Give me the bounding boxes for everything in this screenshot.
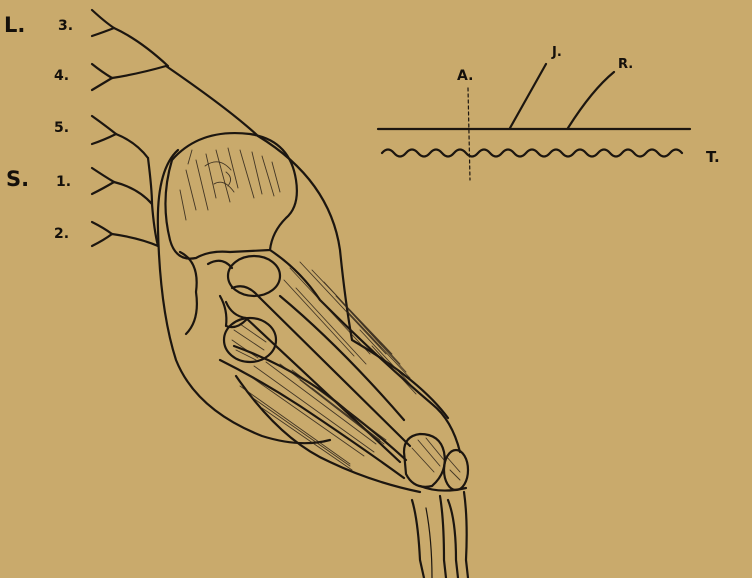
lower-leg-bones — [412, 492, 468, 578]
label-l3: 3. — [58, 18, 73, 34]
nerve-root-labels: L. 3. 4. 5. S. 1. 2. — [4, 13, 73, 242]
label-s2: 2. — [54, 226, 69, 242]
inset-line-j — [510, 64, 546, 128]
inset-label-j: J. — [551, 45, 562, 60]
femur-bone — [226, 286, 410, 462]
inset-label-a: A. — [457, 68, 473, 84]
label-lumbar-prefix: L. — [4, 13, 25, 37]
label-l4: 4. — [54, 68, 69, 84]
knee-joint — [404, 434, 468, 491]
nerve-roots — [92, 10, 258, 246]
inset-label-r: R. — [618, 57, 633, 72]
inset-schematic: A. J. R. T. — [378, 45, 720, 180]
pelvis-bone — [165, 133, 296, 334]
label-s1: 1. — [56, 174, 71, 190]
inset-wavy-line — [382, 150, 682, 157]
inset-axis-line — [468, 88, 470, 180]
inset-label-t: T. — [706, 148, 720, 166]
label-sacral-prefix: S. — [6, 167, 29, 191]
thigh-muscles — [220, 250, 460, 492]
label-l5: 5. — [54, 120, 69, 136]
inset-line-r — [568, 72, 614, 128]
